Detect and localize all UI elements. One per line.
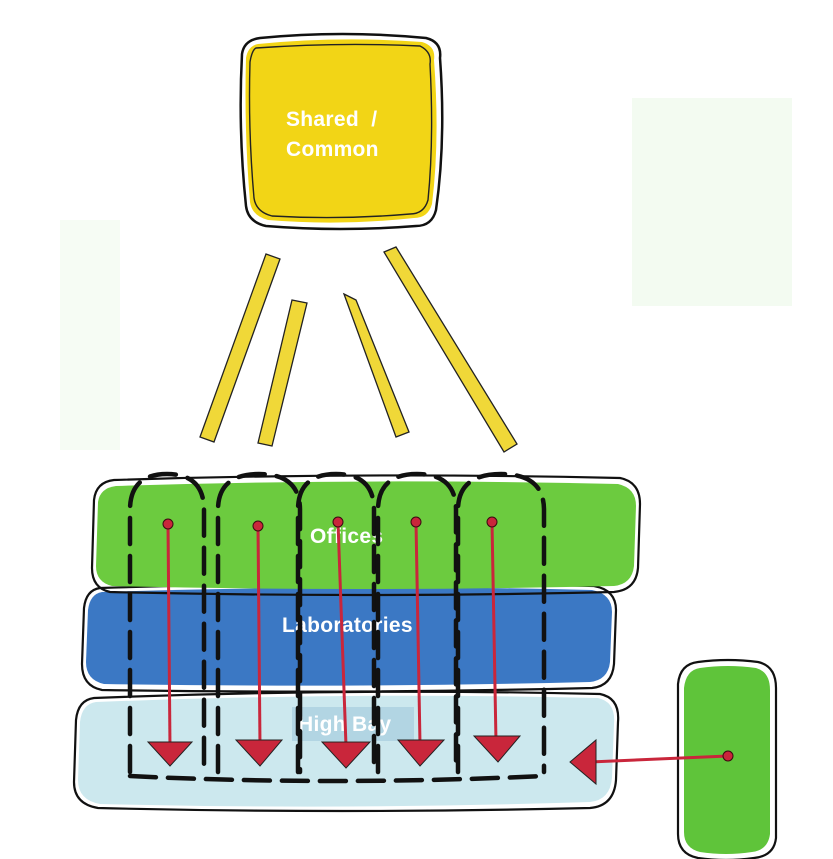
offices-shape bbox=[96, 481, 636, 589]
dashed-loops bbox=[127, 471, 547, 784]
side-block bbox=[569, 658, 778, 859]
high-bay-label-backdrop bbox=[292, 707, 414, 741]
shared-common-label-line2: Common bbox=[286, 138, 379, 161]
flow-arrow-2 bbox=[234, 520, 284, 767]
dashed-loop-3 bbox=[295, 471, 377, 775]
connectors bbox=[199, 246, 518, 453]
offices-label: Offices bbox=[310, 525, 383, 548]
flow-arrow-5 bbox=[472, 516, 522, 763]
connector-2 bbox=[257, 299, 308, 447]
shared-common-label-line1: Shared / bbox=[286, 108, 377, 131]
dashed-loop-4 bbox=[375, 471, 459, 775]
flow-arrow-4 bbox=[396, 516, 446, 767]
shared-common-block: Shared / Common bbox=[239, 32, 444, 231]
dashed-bottom bbox=[127, 773, 547, 784]
shared-common-outline bbox=[239, 32, 444, 231]
shared-common-outline-inner bbox=[248, 43, 433, 219]
side-arrow-head bbox=[569, 738, 597, 786]
dashed-loop-2 bbox=[215, 471, 303, 775]
dashed-loop-5 bbox=[455, 471, 547, 775]
flow-arrow-3 bbox=[320, 516, 372, 769]
flow-arrows bbox=[146, 516, 522, 769]
side-arrow-origin bbox=[722, 750, 734, 762]
laboratories-band: Laboratories bbox=[80, 582, 618, 693]
background-patch-left bbox=[60, 220, 120, 450]
side-block-outline bbox=[676, 658, 778, 859]
side-arrow-line bbox=[589, 754, 729, 764]
connector-1 bbox=[199, 253, 281, 443]
flow-arrow-1 bbox=[146, 518, 194, 767]
background-patch-right bbox=[632, 98, 792, 306]
shared-common-shape bbox=[245, 39, 437, 223]
connector-4 bbox=[383, 246, 518, 453]
connector-3 bbox=[342, 292, 410, 438]
dashed-loop-1 bbox=[127, 471, 207, 775]
offices-band: Offices bbox=[90, 474, 642, 597]
